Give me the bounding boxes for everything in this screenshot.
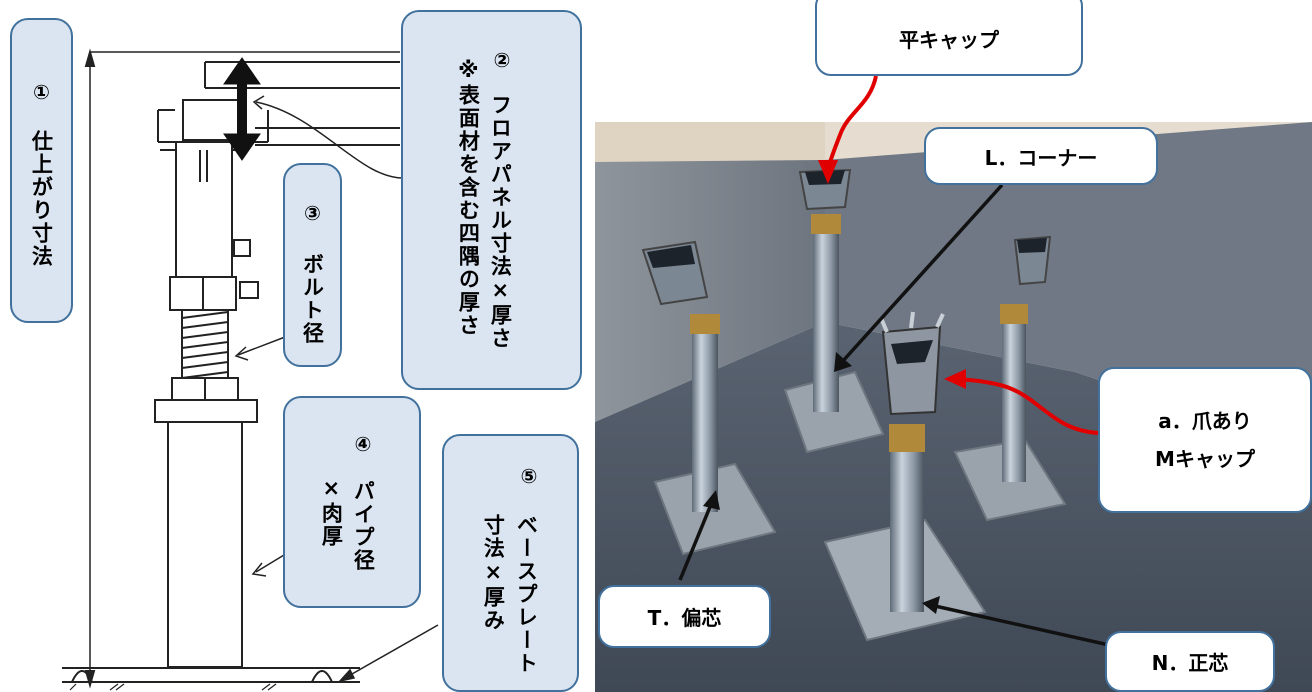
finished-height-number: ① (33, 80, 50, 104)
bolt-number: ③ (304, 201, 321, 225)
panel-size-callout: ② フロアパネル寸法×厚さ ※表面材を含む四隅の厚さ (401, 10, 582, 390)
panel-size-label: フロアパネル寸法×厚さ (488, 94, 513, 350)
corner-label: L．コーナー (924, 127, 1158, 185)
finished-height-callout: ① 仕上がり寸法 (10, 18, 73, 323)
base-plate-callout: ⑤ ベースプレート 寸法×厚み (442, 434, 579, 692)
claw-cap-label-line2: Mキャップ (1155, 447, 1255, 471)
claw-cap-label-line1: a．爪あり (1158, 409, 1252, 433)
pedestal-drawing (62, 48, 439, 691)
center-label: N．正芯 (1105, 631, 1275, 692)
pipe-callout: ④ パイプ径 ×肉厚 (283, 396, 421, 608)
pipe-number: ④ (354, 432, 372, 456)
flat-cap-label: 平キャップ (815, 0, 1083, 76)
pipe-sub-label: ×肉厚 (319, 476, 344, 548)
panel-size-number: ② (493, 48, 511, 72)
panel-size-note: ※表面材を含む四隅の厚さ (456, 58, 481, 337)
bolt-label: ボルト径 (300, 253, 325, 345)
pipe-label: パイプ径 (351, 480, 376, 572)
base-plate-number: ⑤ (520, 464, 538, 488)
base-plate-sub-label: 寸法×厚み (481, 514, 506, 632)
base-plate-label: ベースプレート (514, 514, 539, 675)
finished-height-label: 仕上がり寸法 (29, 130, 54, 268)
bolt-callout: ③ ボルト径 (283, 163, 342, 367)
eccentric-label: T．偏芯 (598, 585, 771, 648)
claw-cap-label: a．爪あり Mキャップ (1098, 367, 1312, 513)
